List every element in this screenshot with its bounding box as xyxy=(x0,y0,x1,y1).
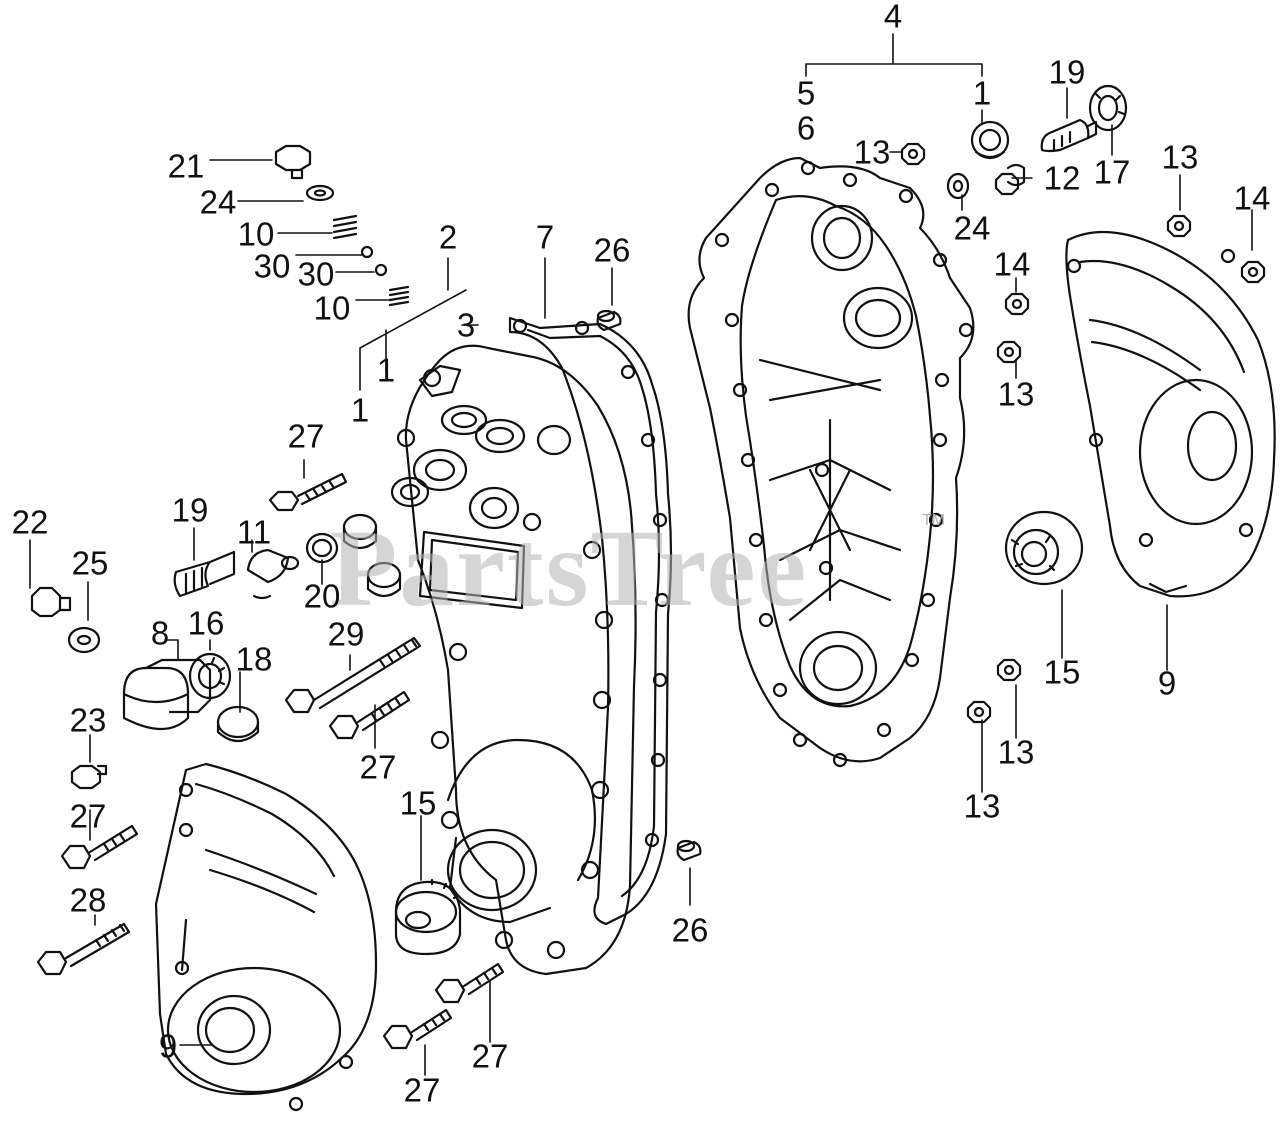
rear-case-housing xyxy=(687,156,975,768)
callout-9: 9 xyxy=(1157,664,1177,702)
callout-22: 22 xyxy=(11,503,49,541)
callout-26: 26 xyxy=(593,231,631,269)
dowel-pins xyxy=(596,309,702,862)
callout-8: 8 xyxy=(150,614,170,652)
right-pulley-cover xyxy=(1065,230,1276,598)
callout-13: 13 xyxy=(1161,138,1199,176)
callout-4: 4 xyxy=(883,0,903,35)
callout-27: 27 xyxy=(69,797,107,835)
callout-13: 13 xyxy=(997,733,1035,771)
callout-14: 14 xyxy=(993,245,1031,283)
callout-15: 15 xyxy=(399,784,437,822)
callout-19: 19 xyxy=(1048,53,1086,91)
watermark-trademark: TM xyxy=(922,512,946,529)
callout-30: 30 xyxy=(253,247,291,285)
callout-27: 27 xyxy=(359,748,397,786)
callout-1: 1 xyxy=(972,74,992,112)
callout-24: 24 xyxy=(953,209,991,247)
front-case-cover xyxy=(390,316,673,976)
callout-3: 3 xyxy=(456,306,476,344)
callout-28: 28 xyxy=(69,881,107,919)
callout-18: 18 xyxy=(235,640,273,678)
nuts xyxy=(900,142,1266,724)
callout-29: 29 xyxy=(327,615,365,653)
callout-13: 13 xyxy=(853,133,891,171)
callout-5: 5 xyxy=(796,74,816,112)
callout-24: 24 xyxy=(199,183,237,221)
callout-14: 14 xyxy=(1233,179,1271,217)
callout-25: 25 xyxy=(71,544,109,582)
callout-17: 17 xyxy=(1093,153,1131,191)
callout-6: 6 xyxy=(796,109,816,147)
callout-10: 10 xyxy=(313,289,351,327)
right-small-parts xyxy=(900,84,1266,724)
left-small-parts xyxy=(30,144,422,976)
callout-2: 2 xyxy=(438,218,458,256)
callout-23: 23 xyxy=(69,701,107,739)
callout-1: 1 xyxy=(376,351,396,389)
callout-26: 26 xyxy=(671,911,709,949)
callout-16: 16 xyxy=(187,604,225,642)
callout-19: 19 xyxy=(171,491,209,529)
callout-21: 21 xyxy=(167,147,205,185)
callout-20: 20 xyxy=(303,577,341,615)
callout-30: 30 xyxy=(297,255,335,293)
callout-1: 1 xyxy=(350,391,370,429)
callout-27: 27 xyxy=(471,1037,509,1075)
callout-11: 11 xyxy=(236,513,272,551)
callout-27: 27 xyxy=(287,417,325,455)
callout-7: 7 xyxy=(535,218,555,256)
left-pulley-cover xyxy=(154,762,378,1112)
oil-seal-left xyxy=(394,878,462,956)
bottom-bolts xyxy=(382,962,505,1050)
callout-13: 13 xyxy=(997,375,1035,413)
callout-10: 10 xyxy=(237,215,275,253)
callout-12: 12 xyxy=(1043,159,1081,197)
callout-13: 13 xyxy=(963,787,1001,825)
callout-15: 15 xyxy=(1043,653,1081,691)
watermark: PartsTree xyxy=(330,507,809,629)
leader-lines xyxy=(29,33,1253,1076)
callout-27: 27 xyxy=(403,1071,441,1109)
callout-9: 9 xyxy=(158,1027,178,1065)
